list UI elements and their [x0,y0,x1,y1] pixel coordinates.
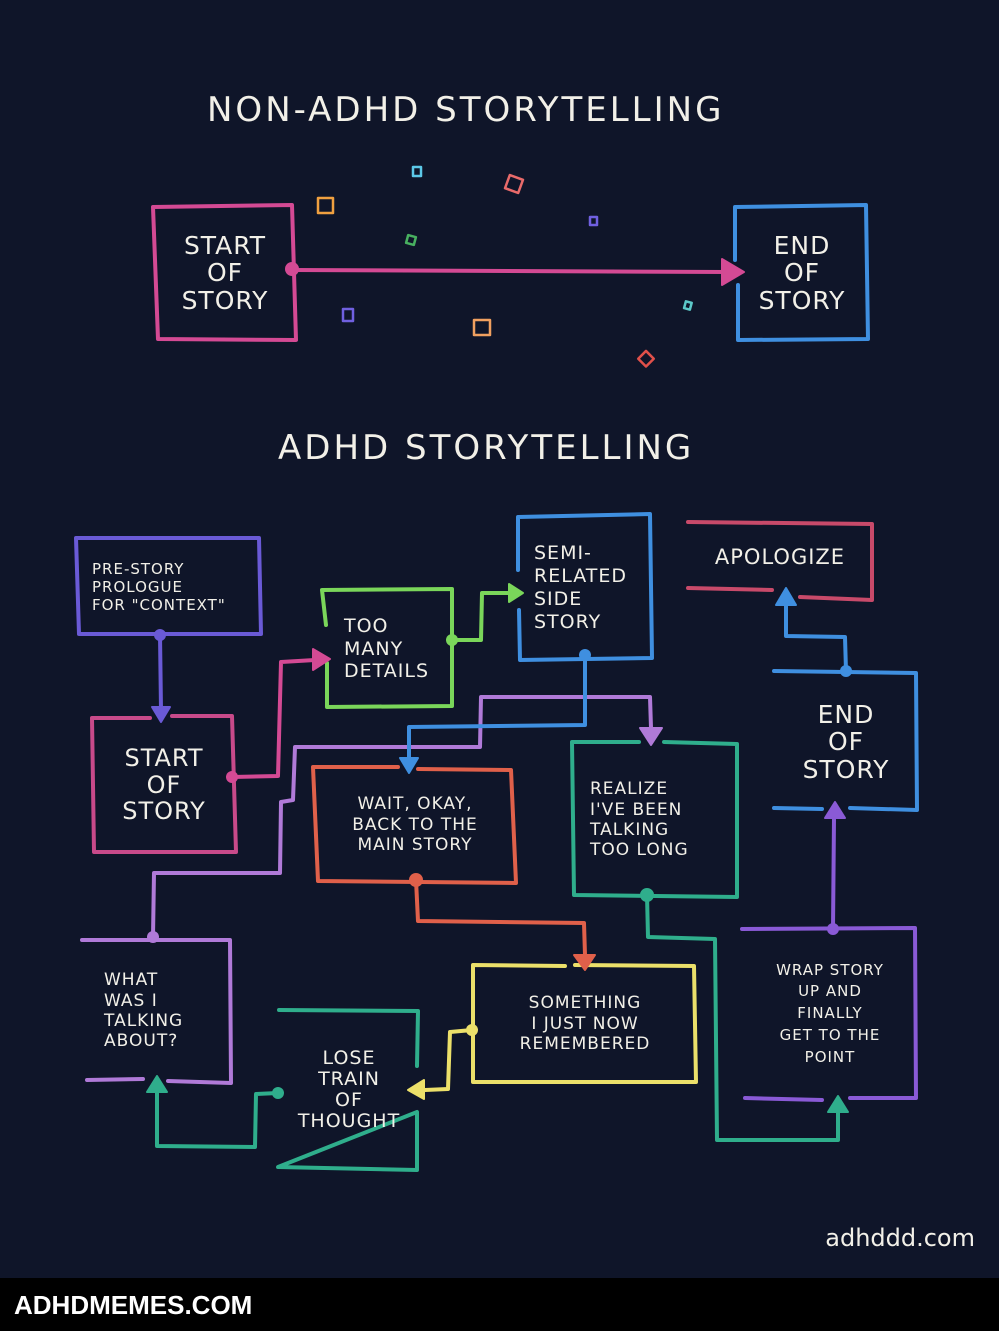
comic-canvas: NON-ADHD STORYTELLING ADHD STORYTELLING … [74,90,975,1252]
confetti-square [588,215,599,227]
box-apologize [686,520,874,602]
edge-prologue-start [151,629,171,723]
confetti-square [636,349,656,368]
node-lose-label: LOSE TRAIN OF THOUGHT [297,1047,401,1132]
non-adhd-title: NON-ADHD STORYTELLING [207,90,725,130]
box-details [320,587,454,709]
edge-what-realize [147,695,663,943]
confetti-square [472,318,492,337]
box-side [516,512,654,662]
edge-start-details [226,648,331,783]
flowchart-svg [74,165,919,1172]
node-details-label: TOO MANY DETAILS [344,614,430,683]
confetti-square [411,165,423,178]
edge-wrap-end [824,801,846,935]
non-adhd-arrowhead [721,258,745,286]
artist-credit: adhddd.com [825,1224,975,1252]
adhd-title: ADHD STORYTELLING [278,428,695,468]
node-end-label: END OF STORY [802,699,890,784]
node-what-label: WHAT WAS I TALKING ABOUT? [104,970,184,1052]
edge-wait-something [409,873,596,971]
footer-bar: ADHDMEMES.COM [0,1278,999,1331]
confetti-group [316,165,693,368]
edge-something-lose [407,1024,478,1100]
non-adhd-arrow-line [290,268,729,274]
non-adhd-end-label: END OF STORY [758,230,846,315]
node-wait-label: WAIT, OKAY, BACK TO THE MAIN STORY [352,794,478,856]
non-adhd-start-box [151,203,298,342]
box-lose [276,1008,420,1172]
node-realize-label: REALIZE I'VE BEEN TALKING TOO LONG [590,779,689,861]
confetti-square [682,300,693,311]
confetti-square [404,233,418,247]
box-something [471,963,698,1084]
non-adhd-start-label: START OF STORY [181,230,269,315]
confetti-square [341,307,355,323]
node-wrap-label: WRAP STORY UP AND FINALLY GET TO THE POI… [776,960,884,1066]
footer-brand: ADHDMEMES.COM [14,1290,253,1320]
node-apologize-label: APOLOGIZE [714,545,846,570]
box-realize [570,740,739,899]
confetti-square [316,196,335,215]
edge-lose-what [146,1075,284,1149]
box-prologue [74,536,263,636]
confetti-square [503,173,525,195]
box-start [90,714,238,854]
node-something-label: SOMETHING I JUST NOW REMEMBERED [519,993,651,1055]
node-side-label: SEMI- RELATED SIDE STORY [534,542,627,633]
non-adhd-arrow-dot [285,262,299,276]
edge-details-side [446,583,524,646]
node-prologue-label: PRE-STORY PROLOGUE FOR "CONTEXT" [92,560,226,614]
edge-realize-wrap [640,888,849,1142]
edge-end-apologize [775,587,852,677]
edge-side-wait [399,649,591,774]
node-start-label: START OF STORY [122,744,206,826]
non-adhd-end-box [733,203,870,342]
